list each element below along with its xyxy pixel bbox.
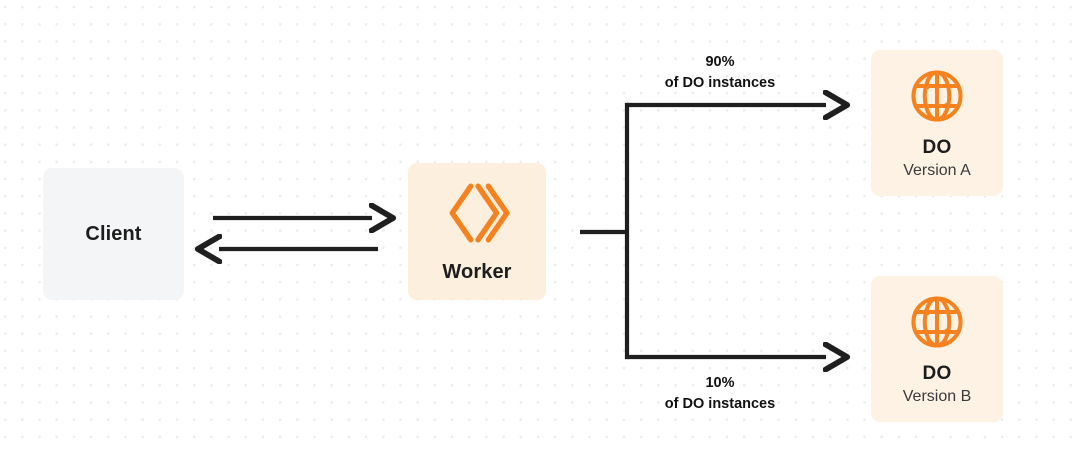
node-do-b-version: Version B <box>902 387 972 405</box>
node-worker-label: Worker <box>442 260 512 283</box>
node-client-label: Client <box>85 222 142 245</box>
edge-label-do-a-percent: 90% <box>705 54 735 70</box>
edge-label-do-a-description: of DO instances <box>664 74 776 91</box>
node-do-a-label: DO <box>922 136 952 158</box>
edge-label-do-b-description: of DO instances <box>664 395 776 412</box>
cloudflare-workers-icon <box>444 180 510 246</box>
node-do-version-a: DO Version A <box>871 50 1003 196</box>
node-client: Client <box>43 168 184 300</box>
edge-label-do-b: 10% of DO instances <box>636 373 804 414</box>
node-do-version-b: DO Version B <box>871 276 1003 422</box>
globe-icon <box>908 293 966 351</box>
node-do-a-version: Version A <box>903 161 971 179</box>
node-do-b-label: DO <box>922 362 952 384</box>
edge-label-do-a: 90% of DO instances <box>636 52 804 93</box>
node-worker: Worker <box>408 163 546 300</box>
branch-trunk <box>580 102 630 360</box>
edge-label-do-b-percent: 10% <box>705 375 735 391</box>
globe-icon <box>908 67 966 125</box>
